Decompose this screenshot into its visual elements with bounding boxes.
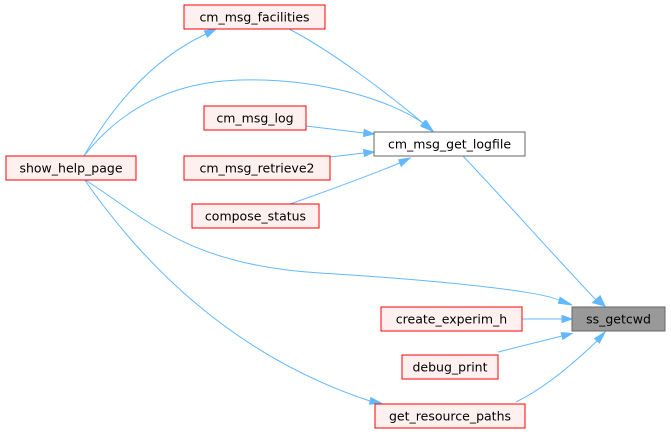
node-cm-msg-get-logfile[interactable]: cm_msg_get_logfile bbox=[373, 131, 526, 157]
node-cm-msg-retrieve2[interactable]: cm_msg_retrieve2 bbox=[183, 155, 331, 181]
node-create-experim-h[interactable]: create_experim_h bbox=[380, 306, 523, 332]
node-label: cm_msg_log bbox=[216, 111, 293, 126]
node-show-help-page[interactable]: show_help_page bbox=[5, 155, 137, 181]
node-get-resource-paths[interactable]: get_resource_paths bbox=[374, 403, 526, 429]
node-ss-getcwd[interactable]: ss_getcwd bbox=[571, 306, 666, 332]
node-label: cm_msg_facilities bbox=[199, 10, 309, 25]
edge-show-help-page-to-ss-getcwd bbox=[83, 178, 573, 306]
node-label: debug_print bbox=[412, 360, 487, 375]
node-label: get_resource_paths bbox=[389, 409, 511, 424]
node-label: cm_msg_get_logfile bbox=[388, 137, 511, 152]
edge-cm-msg-retrieve2-to-cm-msg-get-logfile bbox=[329, 148, 376, 158]
node-label: show_help_page bbox=[19, 161, 122, 176]
node-label: cm_msg_retrieve2 bbox=[200, 161, 315, 176]
edge-cm-msg-get-logfile-to-ss-getcwd bbox=[462, 155, 606, 307]
edge-get-resource-paths-to-ss-getcwd bbox=[515, 330, 607, 403]
node-cm-msg-log[interactable]: cm_msg_log bbox=[203, 105, 307, 131]
node-compose-status[interactable]: compose_status bbox=[191, 203, 320, 229]
node-label: compose_status bbox=[205, 209, 306, 224]
node-debug-print[interactable]: debug_print bbox=[401, 354, 499, 380]
edge-cm-msg-log-to-cm-msg-get-logfile bbox=[305, 125, 376, 138]
edge-compose-status-to-cm-msg-get-logfile bbox=[289, 157, 412, 205]
node-cm-msg-facilities[interactable]: cm_msg_facilities bbox=[183, 4, 326, 30]
edge-show-help-page-to-cm-msg-get-logfile bbox=[83, 79, 434, 157]
edge-show-help-page-to-cm-msg-facilities bbox=[83, 28, 218, 157]
node-label: ss_getcwd bbox=[586, 312, 651, 327]
nodes-layer: cm_msg_facilities cm_msg_log cm_msg_get_… bbox=[5, 4, 666, 429]
edge-create-experim-h-to-ss-getcwd bbox=[522, 314, 574, 324]
edge-debug-print-to-ss-getcwd bbox=[497, 332, 574, 353]
edges-layer bbox=[83, 28, 607, 405]
node-label: create_experim_h bbox=[396, 312, 507, 327]
